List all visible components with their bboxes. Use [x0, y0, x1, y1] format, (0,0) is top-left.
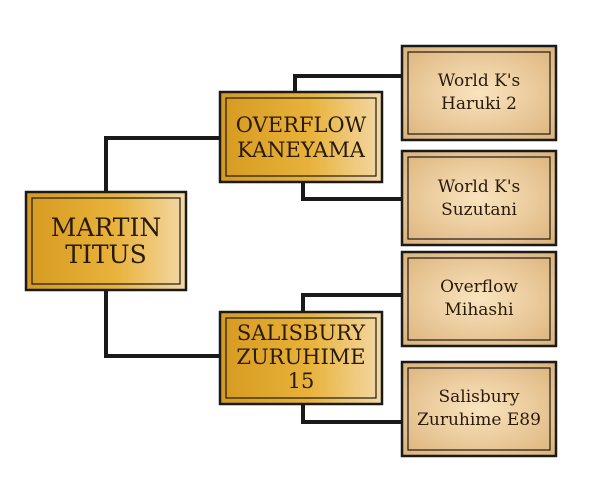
sire-name-line-2: KANEYAMA: [237, 138, 366, 162]
node-sire-sire: World K's Haruki 2: [400, 44, 558, 142]
dam-name-line-2: ZURUHIME: [236, 345, 365, 369]
connector-sire-sire-sire: [293, 74, 404, 93]
sire-name-line-1: OVERFLOW: [236, 113, 367, 137]
sire-dam-name-line-2: Suzutani: [441, 200, 517, 220]
dam-sire-name-line-1: Overflow: [440, 277, 518, 297]
node-dam: SALISBURY ZURUHIME 15: [218, 310, 384, 406]
node-dam-dam: Salisbury Zuruhime E89: [400, 360, 558, 458]
dam-name-line-1: SALISBURY: [237, 321, 366, 345]
node-subject: MARTIN TITUS: [24, 190, 188, 292]
sire-sire-name-line-1: World K's: [438, 71, 521, 91]
sire-dam-name-line-1: World K's: [438, 177, 521, 197]
connector-subject-dam: [104, 290, 222, 358]
dam-dam-name-line-1: Salisbury: [439, 387, 520, 407]
node-dam-sire: Overflow Mihashi: [400, 250, 558, 348]
subject-name-line-1: MARTIN: [51, 213, 161, 242]
connector-subject-sire: [104, 136, 222, 195]
subject-name-line-2: TITUS: [65, 240, 146, 269]
dam-name-line-3: 15: [288, 369, 315, 393]
connectors: [104, 74, 404, 424]
connector-sire-sire-dam: [301, 182, 404, 201]
node-sire-dam: World K's Suzutani: [400, 149, 558, 247]
connector-dam-dam-sire: [301, 293, 404, 313]
node-sire: OVERFLOW KANEYAMA: [218, 90, 384, 184]
connector-dam-dam-dam: [301, 403, 404, 424]
dam-sire-name-line-2: Mihashi: [444, 300, 514, 320]
dam-dam-name-line-2: Zuruhime E89: [417, 410, 541, 430]
sire-sire-name-line-2: Haruki 2: [441, 94, 517, 114]
